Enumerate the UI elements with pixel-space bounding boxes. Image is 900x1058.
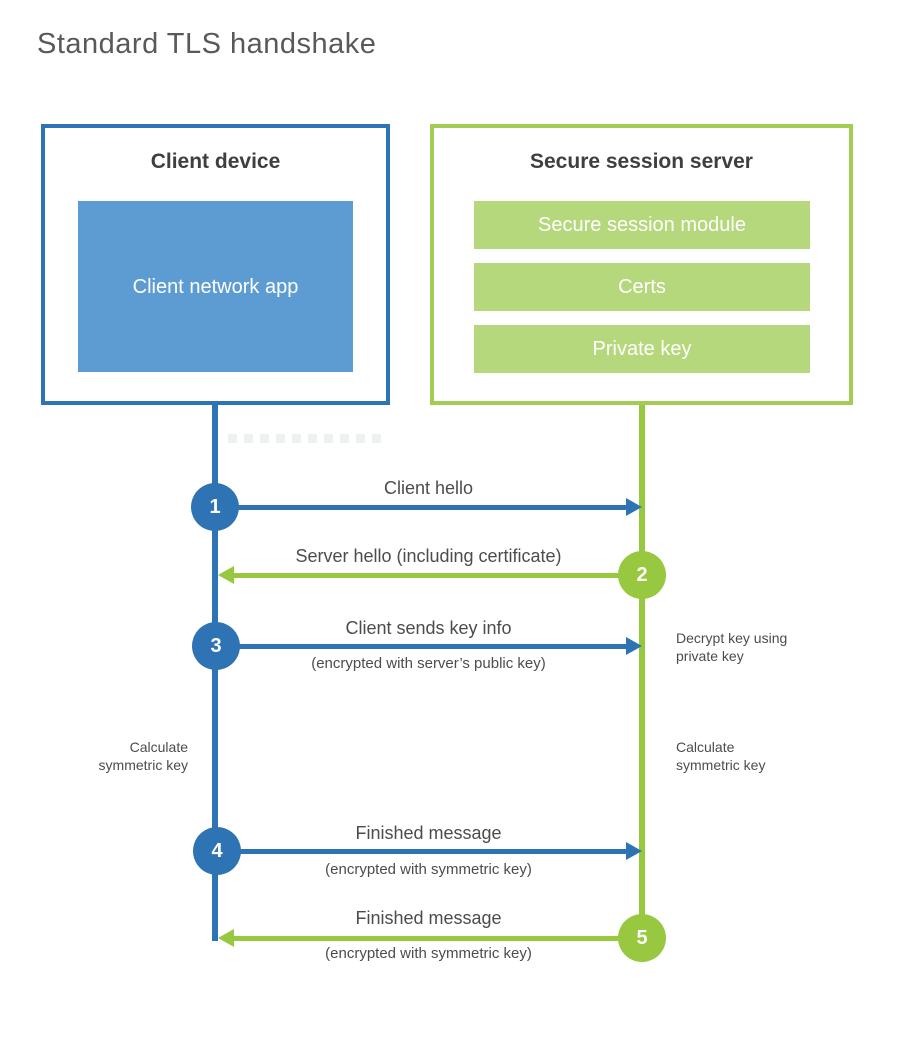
server-lifeline xyxy=(639,405,645,938)
server-module-private-key: Private key xyxy=(474,325,810,373)
step-3-circle: 3 xyxy=(192,622,240,670)
step-5-number: 5 xyxy=(636,926,648,949)
step-4-sublabel: (encrypted with symmetric key) xyxy=(325,861,532,878)
step-3-number: 3 xyxy=(210,634,222,657)
note-decrypt-key: Decrypt key using private key xyxy=(676,630,788,664)
step-2-label: Server hello (including certificate) xyxy=(295,546,562,566)
page-title: Standard TLS handshake xyxy=(37,28,377,60)
step-1-arrowhead-right-icon xyxy=(626,498,642,516)
step-1-label: Client hello xyxy=(383,478,474,498)
step-1-circle: 1 xyxy=(191,483,239,531)
step-5-label: Finished message xyxy=(355,908,502,928)
client-lifeline xyxy=(212,405,218,941)
step-1-arrow-line xyxy=(215,505,627,510)
step-3-arrow-line xyxy=(215,644,627,649)
server-module-certs: Certs xyxy=(474,263,810,311)
step-4-label: Finished message xyxy=(355,823,502,843)
step-3-arrowhead-right-icon xyxy=(626,637,642,655)
step-2-arrowhead-left-icon xyxy=(218,566,234,584)
step-4-circle: 4 xyxy=(193,827,241,875)
client-device-title: Client device xyxy=(150,150,281,173)
step-5-arrowhead-left-icon xyxy=(218,929,234,947)
step-4-arrowhead-right-icon xyxy=(626,842,642,860)
step-3-label: Client sends key info xyxy=(345,618,512,638)
step-3-sublabel: (encrypted with server’s public key) xyxy=(311,655,546,672)
client-network-app-block: Client network app xyxy=(78,201,353,372)
step-4-number: 4 xyxy=(211,839,223,862)
step-1-number: 1 xyxy=(209,495,221,518)
step-2-number: 2 xyxy=(636,563,648,586)
note-calc-symmetric-right: Calculate symmetric key xyxy=(676,739,766,773)
step-2-circle: 2 xyxy=(618,551,666,599)
step-2-arrow-line xyxy=(234,573,642,578)
step-5-arrow-line xyxy=(234,936,642,941)
faint-dashed-line xyxy=(228,434,386,443)
server-module-secure-session: Secure session module xyxy=(474,201,810,249)
step-5-sublabel: (encrypted with symmetric key) xyxy=(325,945,532,962)
step-5-circle: 5 xyxy=(618,914,666,962)
step-4-arrow-line xyxy=(215,849,627,854)
server-title: Secure session server xyxy=(530,150,753,173)
note-calc-symmetric-left: Calculate symmetric key xyxy=(98,739,188,773)
